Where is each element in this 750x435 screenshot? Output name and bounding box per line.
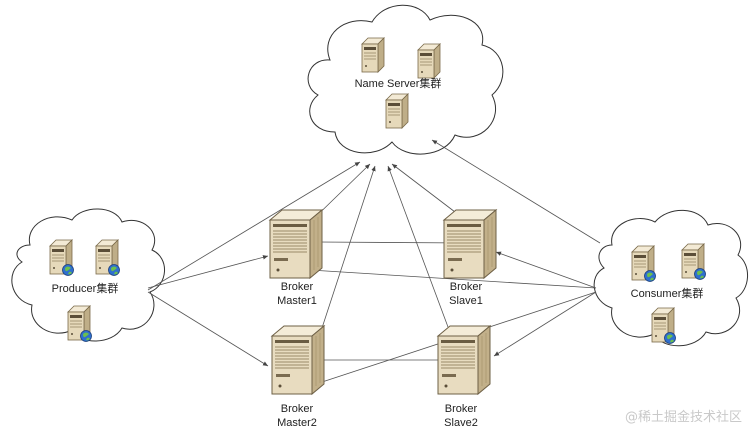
link-consumer-nameserver — [431, 139, 601, 244]
broker-master2-line2: Master2 — [277, 417, 317, 429]
broker-master1-line2: Master1 — [277, 295, 317, 307]
link-producer-master1 — [147, 255, 269, 289]
link-producer-master2 — [147, 291, 269, 367]
producer-cluster-label: Producer集群 — [51, 283, 119, 295]
globe-icon — [62, 264, 74, 276]
broker-master2-label: Broker Master2 — [277, 402, 317, 430]
server-icon — [361, 37, 385, 73]
link-slave2-nameserver — [387, 165, 449, 328]
broker-slave2-server-icon — [437, 325, 491, 395]
broker-master1-server-icon — [269, 209, 323, 279]
globe-icon — [694, 268, 706, 280]
server-icon — [417, 43, 441, 79]
link-producer-nameserver — [147, 161, 361, 291]
globe-icon — [80, 330, 92, 342]
globe-icon — [108, 264, 120, 276]
name-server-cloud — [307, 4, 504, 155]
broker-slave1-server-icon — [443, 209, 497, 279]
broker-slave1-label: Broker Slave1 — [449, 280, 483, 308]
broker-slave1-line2: Slave1 — [449, 295, 483, 307]
broker-master1-label: Broker Master1 — [277, 280, 317, 308]
consumer-cluster-label: Consumer集群 — [630, 288, 704, 300]
link-consumer-master1 — [309, 268, 597, 289]
broker-slave2-line2: Slave2 — [444, 417, 478, 429]
watermark: @稀土掘金技术社区 — [624, 410, 742, 425]
server-icon — [385, 93, 409, 129]
broker-master2-server-icon — [271, 325, 325, 395]
broker-slave2-line1: Broker — [444, 403, 478, 415]
broker-slave2-label: Broker Slave2 — [444, 402, 478, 430]
link-slave1-nameserver — [391, 163, 456, 213]
broker-slave1-line1: Broker — [449, 281, 483, 293]
connection-lines — [147, 139, 601, 385]
globe-icon — [644, 270, 656, 282]
producer-cloud — [11, 208, 165, 342]
globe-icon — [664, 332, 676, 344]
link-consumer-slave2 — [493, 291, 597, 357]
name-server-cluster-label: Name Server集群 — [354, 78, 442, 90]
link-master2-nameserver — [321, 165, 376, 329]
broker-master2-line1: Broker — [280, 403, 314, 415]
broker-master1-line1: Broker — [280, 281, 314, 293]
link-consumer-slave1 — [495, 251, 597, 289]
